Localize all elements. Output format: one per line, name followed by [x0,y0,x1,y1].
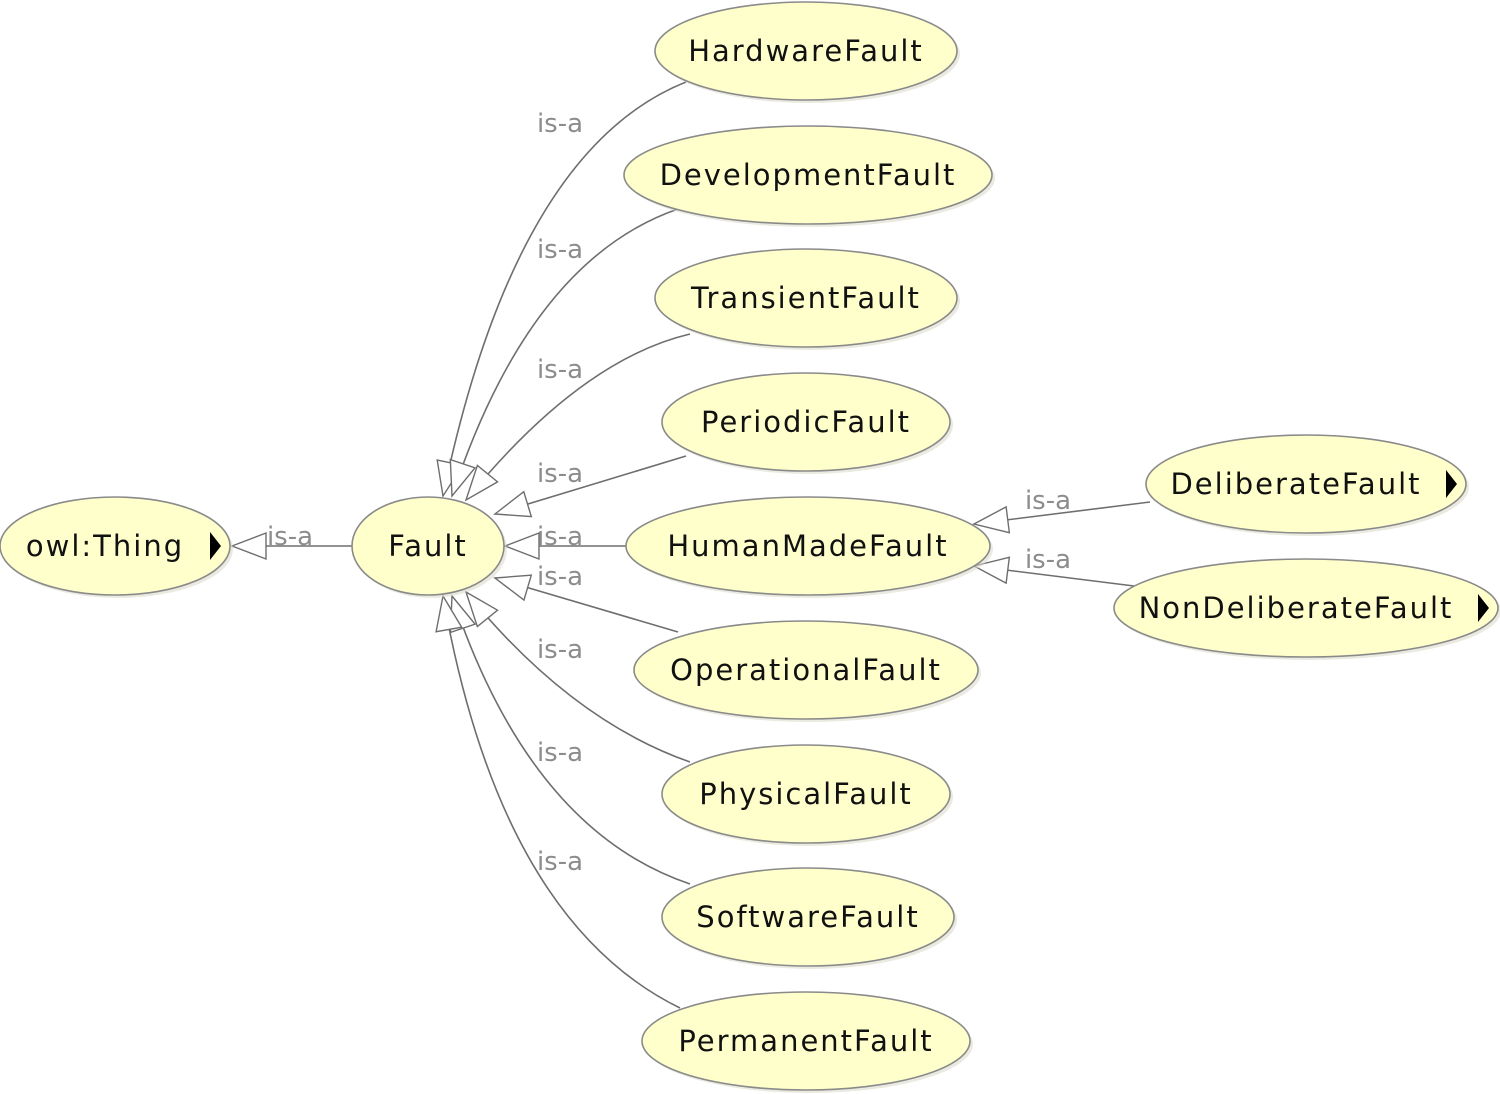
node-label: PeriodicFault [701,405,911,439]
expand-triangle-icon[interactable] [210,532,221,560]
edge-deliberate-fault-to-human-made-fault: is-a [972,486,1151,534]
edge-non-deliberate-fault-to-human-made-fault: is-a [972,545,1135,587]
edge-line [451,208,679,497]
edge-line [451,595,691,885]
node-label: PhysicalFault [699,777,913,811]
is-a-arrowhead [503,531,540,561]
edge-transient-fault-to-fault: is-a [464,333,691,502]
node-label: NonDeliberateFault [1139,591,1454,625]
edge-permanent-fault-to-fault: is-a [435,594,681,1009]
node-label: TransientFault [690,281,921,315]
expand-triangle-icon[interactable] [1446,470,1457,498]
edge-label: is-a [1025,545,1071,575]
edge-line [442,81,687,497]
edges-layer: is-a is-a is-a is-a is-a is-a is-a is-a is-a is-a… [230,81,1151,1009]
node-ellipse [1145,434,1467,534]
node-fault[interactable]: Fault [351,496,507,598]
is-a-arrowhead [493,490,533,518]
node-non-deliberate-fault[interactable]: NonDeliberateFault [1113,558,1500,660]
edge-label: is-a [537,562,583,592]
is-a-arrowhead [435,594,463,633]
edge-label: is-a [537,235,583,265]
is-a-arrowhead [493,574,533,602]
node-ellipse [1113,558,1499,658]
edge-label: is-a [537,355,583,385]
edge-label: is-a [537,847,583,877]
node-owl-thing[interactable]: owl:Thing [0,496,233,598]
edge-operational-fault-to-fault: is-a [493,562,679,633]
node-label: SoftwareFault [696,900,919,934]
is-a-arrowhead [464,590,499,628]
node-software-fault[interactable]: SoftwareFault [661,867,957,969]
edge-label: is-a [1025,486,1071,516]
edge-human-made-fault-to-fault: is-a [503,522,626,561]
node-development-fault[interactable]: DevelopmentFault [623,125,995,227]
node-operational-fault[interactable]: OperationalFault [633,620,981,722]
node-label: DeliberateFault [1170,467,1421,501]
node-label: OperationalFault [670,653,942,687]
edge-hardware-fault-to-fault: is-a [436,81,687,498]
node-ellipse [654,1,958,101]
node-label: Fault [388,529,468,563]
edge-label: is-a [537,738,583,768]
node-ellipse [654,248,958,348]
node-ellipse [351,496,505,596]
edge-label: is-a [267,522,313,552]
node-label: PermanentFault [678,1024,933,1058]
node-permanent-fault[interactable]: PermanentFault [641,991,973,1093]
is-a-arrowhead [464,464,499,502]
edge-label: is-a [537,459,583,489]
expand-triangle-icon[interactable] [1478,594,1489,622]
node-label: HardwareFault [688,34,924,68]
node-hardware-fault[interactable]: HardwareFault [654,1,960,103]
edge-line [442,595,681,1009]
edge-development-fault-to-fault: is-a [449,208,679,498]
node-ellipse [641,991,971,1091]
is-a-arrowhead [230,531,267,561]
node-ellipse [625,496,991,596]
edge-label: is-a [537,522,583,552]
node-label: HumanMadeFault [667,529,948,563]
node-human-made-fault[interactable]: HumanMadeFault [625,496,993,598]
node-label: DevelopmentFault [660,158,957,192]
node-physical-fault[interactable]: PhysicalFault [661,744,953,846]
node-ellipse [661,372,951,472]
edge-line [465,333,691,501]
node-ellipse [661,744,951,844]
node-ellipse [623,125,993,225]
node-transient-fault[interactable]: TransientFault [654,248,960,350]
edge-physical-fault-to-fault: is-a [464,590,691,763]
node-ellipse [633,620,979,720]
node-ellipse [0,496,231,596]
edge-label: is-a [537,109,583,139]
is-a-arrowhead [972,556,1011,585]
is-a-arrowhead [449,458,477,498]
edge-label: is-a [537,635,583,665]
is-a-arrowhead [972,505,1011,534]
edge-line [465,591,691,763]
edge-periodic-fault-to-fault: is-a [493,455,687,518]
node-ellipse [661,867,955,967]
node-deliberate-fault[interactable]: DeliberateFault [1145,434,1469,536]
edge-fault-to-owl-thing: is-a [230,522,352,561]
node-label: owl:Thing [26,529,184,563]
node-periodic-fault[interactable]: PeriodicFault [661,372,953,474]
